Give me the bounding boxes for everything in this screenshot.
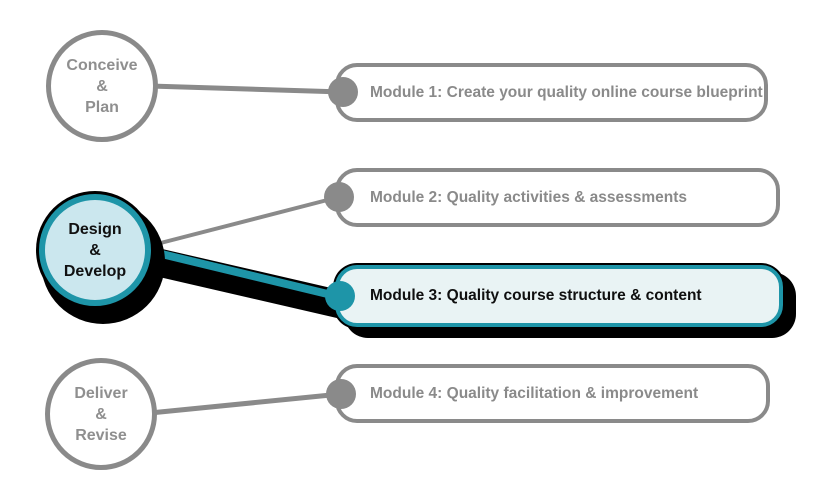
phase-label-line: Design (68, 220, 122, 238)
module-3-label: Module 3: Quality course structure & con… (370, 287, 702, 304)
module-2-pill[interactable]: Module 2: Quality activities & assessmen… (335, 168, 780, 227)
phase-label-line: Revise (75, 426, 127, 444)
module-1-label: Module 1: Create your quality online cou… (370, 83, 763, 101)
connector-conceive-to-module1 (149, 83, 344, 95)
connector-deliver-to-module4 (149, 391, 342, 416)
connector-design-to-module3 (144, 246, 341, 301)
module-2-connector-dot (324, 182, 354, 212)
module-4-label: Module 4: Quality facilitation & improve… (370, 384, 699, 402)
module-1-connector-dot (328, 77, 358, 107)
phase-label-line: Plan (85, 98, 119, 116)
module-2-label: Module 2: Quality activities & assessmen… (370, 188, 688, 206)
phase-label-line: & (95, 405, 107, 423)
module-1-pill[interactable]: Module 1: Create your quality online cou… (335, 63, 768, 122)
phase-label-line: & (96, 77, 108, 95)
phase-circle-design-develop[interactable]: Design & Develop (39, 194, 151, 306)
module-4-pill[interactable]: Module 4: Quality facilitation & improve… (335, 364, 770, 423)
phase-label-line: Deliver (74, 384, 128, 402)
phase-circle-deliver-revise[interactable]: Deliver & Revise (45, 358, 157, 470)
module-3-pill[interactable]: Module 3: Quality course structure & con… (335, 265, 783, 327)
phase-label-line: Conceive (66, 56, 138, 74)
phase-label-line: Develop (63, 262, 127, 280)
module-3-connector-dot (325, 281, 355, 311)
connector-design-to-module3-shadow (138, 247, 361, 320)
connector-design-to-module2 (144, 195, 340, 249)
phase-circle-conceive-plan[interactable]: Conceive & Plan (46, 30, 158, 142)
module-4-connector-dot (326, 379, 356, 409)
phase-label-line: & (89, 241, 101, 259)
